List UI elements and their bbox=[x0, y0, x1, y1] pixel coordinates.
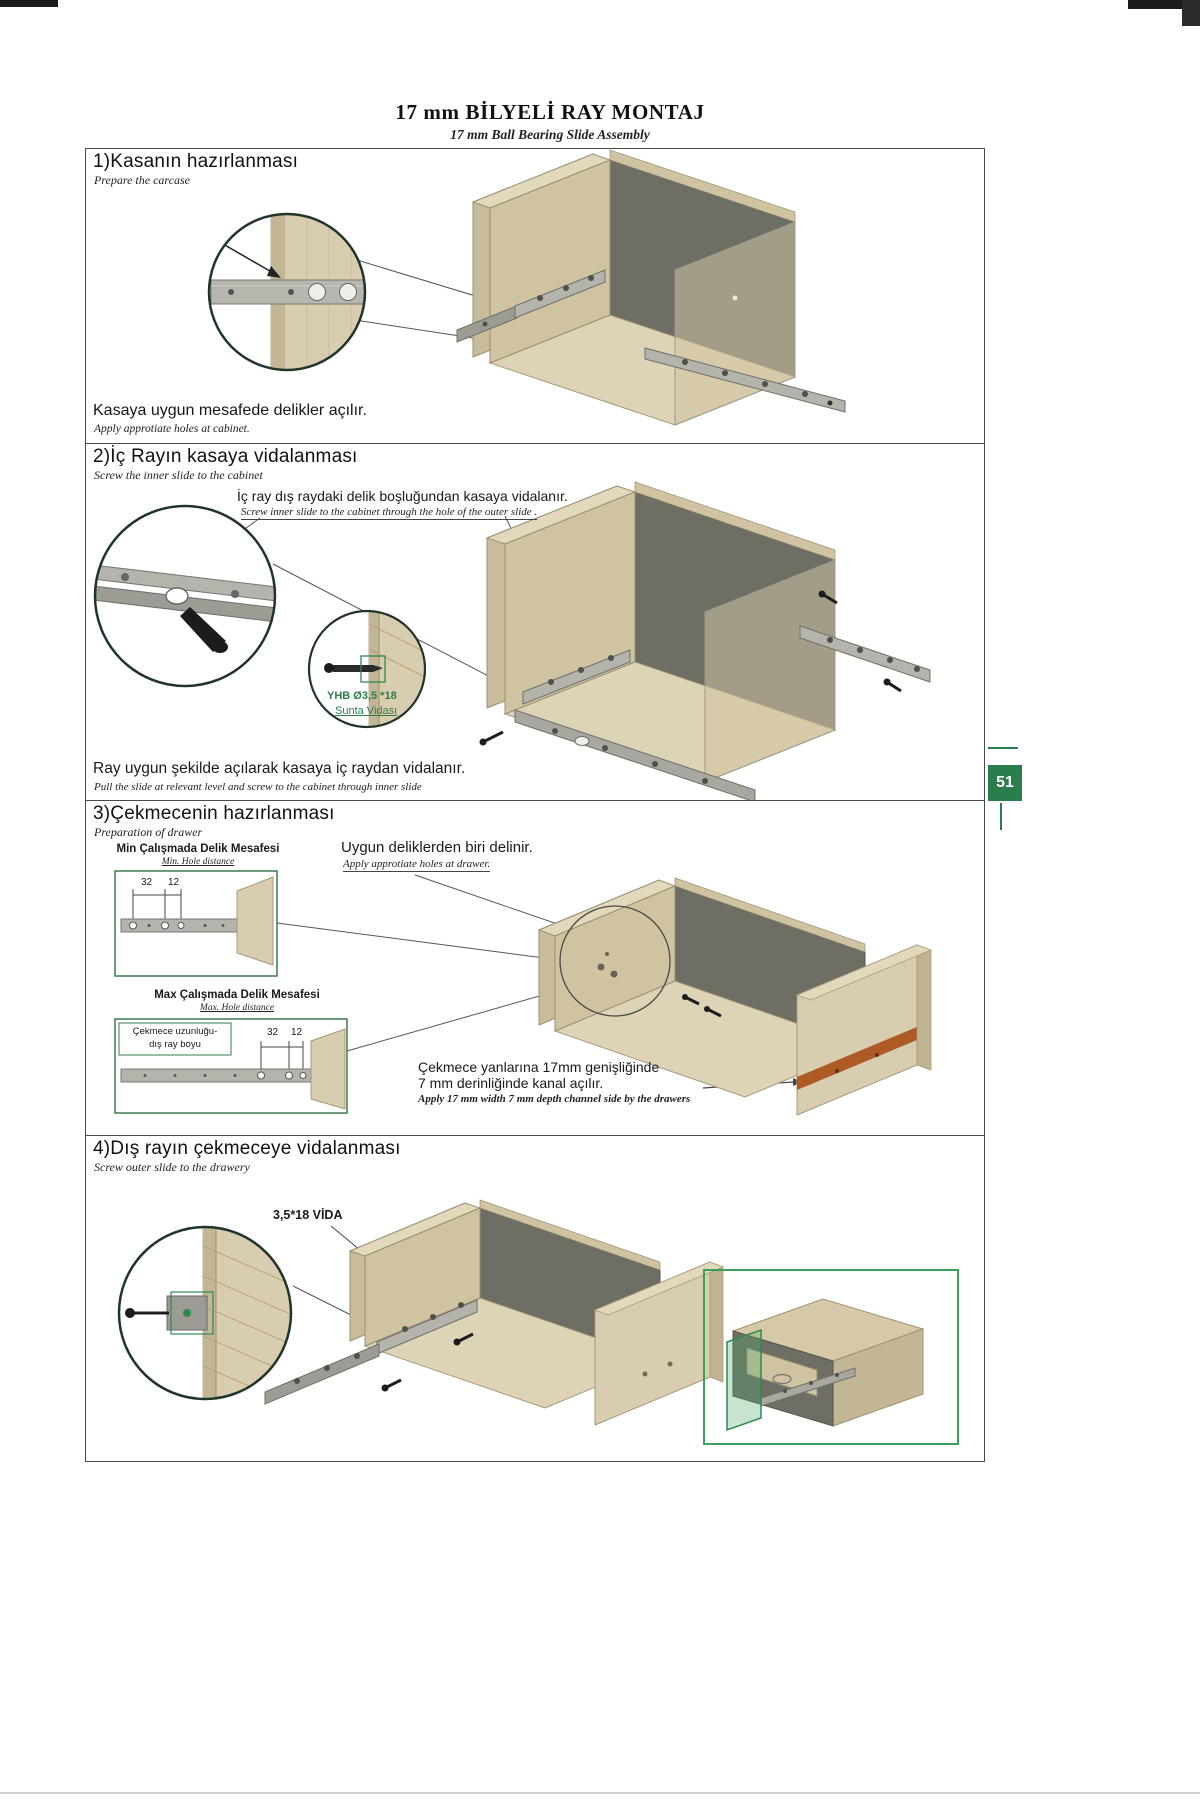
screw-type-label: Sunta Vidası bbox=[335, 705, 398, 717]
section-1-caption: Kasaya uygun mesafede delikler açılır. bbox=[93, 402, 367, 419]
section-1-title: 1)Kasanın hazırlanması bbox=[93, 151, 299, 172]
drawer-3d bbox=[264, 1199, 725, 1426]
scan-artifact bbox=[0, 0, 58, 7]
page-subtitle: 17 mm Ball Bearing Slide Assembly bbox=[450, 127, 650, 142]
result-thumbnail-frame bbox=[703, 1269, 959, 1445]
slide-rail-extended bbox=[514, 709, 756, 801]
min-hole-label: Min Çalışmada Delik Mesafesi bbox=[116, 843, 280, 855]
drawer-prep-illustration bbox=[114, 870, 933, 1116]
drawer-length-label-1: Çekmece uzunluğu- bbox=[132, 1026, 218, 1037]
screw-size-label: 3,5*18 VİDA bbox=[273, 1208, 343, 1222]
section-2-note-en: Screw inner slide to the cabinet through… bbox=[241, 506, 538, 520]
section-2-subtitle: Screw the inner slide to the cabinet bbox=[94, 468, 263, 482]
min-hole-distance-diagram bbox=[114, 870, 278, 977]
scan-artifact bbox=[1182, 0, 1200, 26]
channel-caption-en: Apply 17 mm width 7 mm depth channel sid… bbox=[418, 1093, 691, 1105]
page-number-line bbox=[1000, 803, 1002, 830]
section-2-title: 2)İç Rayın kasaya vidalanması bbox=[93, 446, 358, 467]
content-frame bbox=[85, 148, 985, 1462]
max-hole-label-en: Max. Hole distance bbox=[199, 1003, 275, 1013]
page-number-badge: 51 bbox=[988, 765, 1022, 801]
page-title: 17 mm BİLYELİ RAY MONTAJ bbox=[395, 100, 705, 124]
screw-mount-detail-circle bbox=[117, 1225, 293, 1401]
section-1-caption-en: Apply approtiate holes at cabinet. bbox=[94, 423, 250, 435]
slide-rail-left bbox=[522, 649, 631, 705]
max-hole-distance-diagram bbox=[114, 1018, 348, 1114]
slide-rail-left bbox=[456, 269, 606, 343]
screw-icon bbox=[479, 590, 902, 746]
min-hole-label-en: Min. Hole distance bbox=[161, 857, 235, 867]
slide-rail-right bbox=[644, 347, 846, 413]
carcase-illustration bbox=[207, 149, 846, 426]
section-2-note: İç ray dış raydaki delik boşluğundan kas… bbox=[237, 488, 568, 504]
drawer-front-panel bbox=[795, 944, 933, 1116]
section-4-subtitle: Screw outer slide to the drawery bbox=[94, 1160, 250, 1174]
section-3-note: Uygun deliklerden biri delinir. bbox=[341, 839, 533, 856]
assembled-result-thumbnail bbox=[726, 1298, 925, 1432]
page-number-tick bbox=[988, 747, 1018, 749]
carcase-3d bbox=[456, 149, 846, 426]
drawer-front-panel bbox=[593, 1261, 725, 1426]
section-1-carcase: 1)Kasanın hazırlanması Prepare the carca… bbox=[85, 148, 985, 443]
section-2-caption-en: Pull the slide at relevant level and scr… bbox=[94, 781, 422, 793]
drawer-length-label-2: dış ray boyu bbox=[149, 1039, 201, 1050]
section-3-subtitle: Preparation of drawer bbox=[94, 825, 203, 839]
hole-highlight-circle bbox=[559, 905, 671, 1017]
rail-hole-detail-circle bbox=[93, 504, 277, 688]
dim-12-label-max: 12 bbox=[291, 1027, 303, 1038]
section-1-subtitle: Prepare the carcase bbox=[94, 173, 190, 187]
screw-icon bbox=[682, 994, 722, 1018]
dim-32-label-max: 32 bbox=[267, 1027, 279, 1038]
section-3-title: 3)Çekmecenin hazırlanması bbox=[93, 803, 335, 824]
carcase-3d bbox=[479, 481, 931, 801]
scan-artifact bbox=[0, 1792, 1200, 1794]
section-2-inner-slide: 2)İç Rayın kasaya vidalanması Screw the … bbox=[85, 443, 985, 801]
max-hole-label: Max Çalışmada Delik Mesafesi bbox=[154, 989, 320, 1001]
slide-rail-right bbox=[799, 625, 931, 683]
screw-icon bbox=[381, 1332, 474, 1392]
section-3-note-en: Apply approtiate holes at drawer. bbox=[343, 858, 491, 872]
channel-caption-2: 7 mm derinliğinde kanal açılır. bbox=[418, 1075, 604, 1091]
dim-32-label: 32 bbox=[141, 877, 153, 888]
channel-caption-1: Çekmece yanlarına 17mm genişliğinde bbox=[418, 1059, 660, 1075]
section-2-caption: Ray uygun şekilde açılarak kasaya iç ray… bbox=[93, 760, 466, 777]
outer-slide-illustration bbox=[117, 1199, 925, 1432]
scan-artifact bbox=[1128, 0, 1200, 9]
drawer-3d bbox=[537, 877, 933, 1116]
section-3-drawer-prep: 3)Çekmecenin hazırlanması Preparation of… bbox=[85, 800, 985, 1135]
outer-slide-rail bbox=[264, 1299, 478, 1405]
section-4-title: 4)Dış rayın çekmeceye vidalanması bbox=[93, 1138, 401, 1159]
section-4-outer-slide: 4)Dış rayın çekmeceye vidalanması Screw … bbox=[85, 1135, 985, 1462]
dim-12-label: 12 bbox=[168, 877, 180, 888]
screw-spec-label: YHB Ø3,5 *18 bbox=[327, 690, 397, 702]
hole-detail-circle bbox=[207, 212, 367, 372]
inner-slide-illustration bbox=[93, 481, 931, 801]
